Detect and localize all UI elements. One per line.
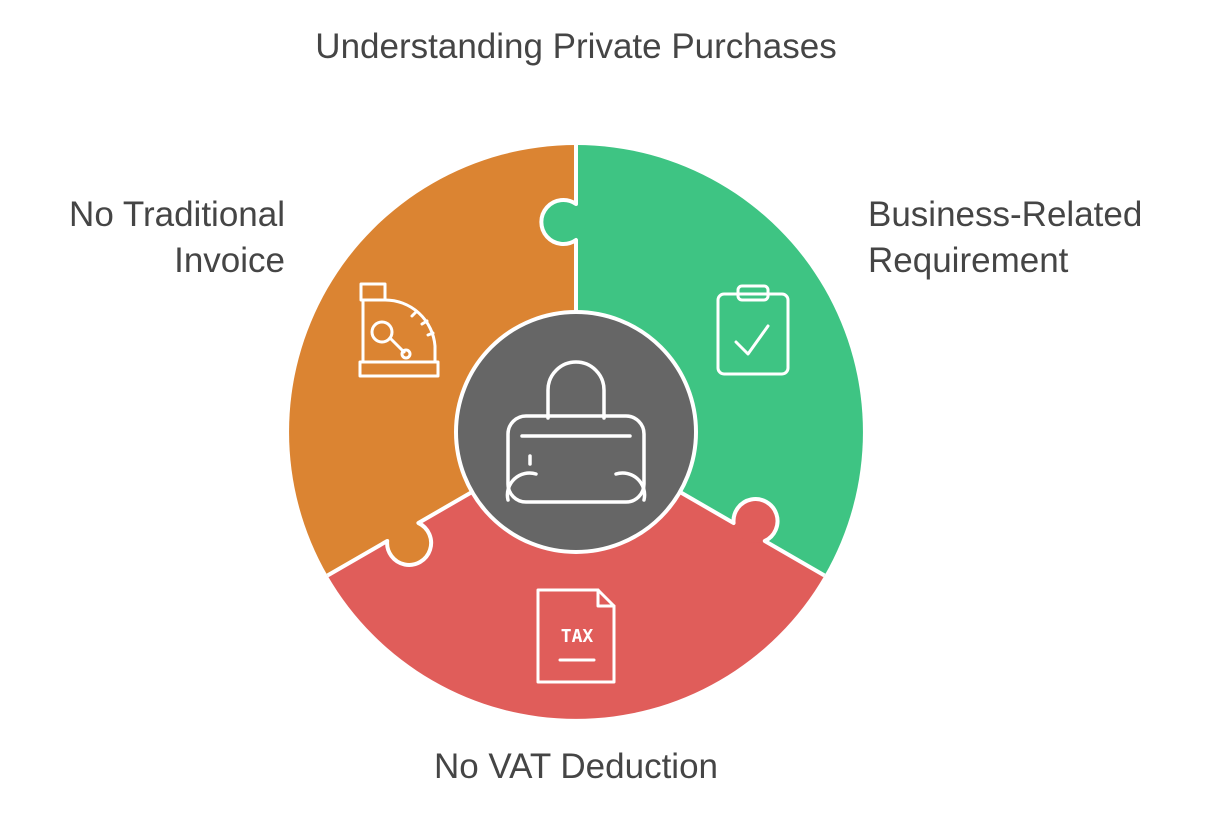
diagram-title: Understanding Private Purchases [315,27,837,66]
boundary-left [326,490,474,578]
tax-document-icon [536,588,616,684]
label-business-related-requirement: Business-Related Requirement [868,192,1142,284]
label-no-traditional-invoice: No Traditional Invoice [69,192,285,284]
handbag-icon [505,360,647,504]
label-no-vat-deduction: No VAT Deduction [433,747,719,786]
label-line: Requirement [868,241,1069,280]
boundary-right [678,490,826,578]
tax-icon-text: TAX [561,626,594,647]
clipboard-check-icon [716,284,790,376]
center-circle [454,310,698,554]
boundary-top [539,145,578,320]
puzzle-knob-left [387,521,431,565]
label-line: Business-Related [868,195,1143,234]
cash-register-icon [358,282,440,378]
label-line: Invoice [174,241,285,280]
puzzle-knob-right [733,499,778,543]
puzzle-knob-top [541,200,586,244]
label-line: No Traditional [69,195,285,234]
segment-red [327,432,825,719]
